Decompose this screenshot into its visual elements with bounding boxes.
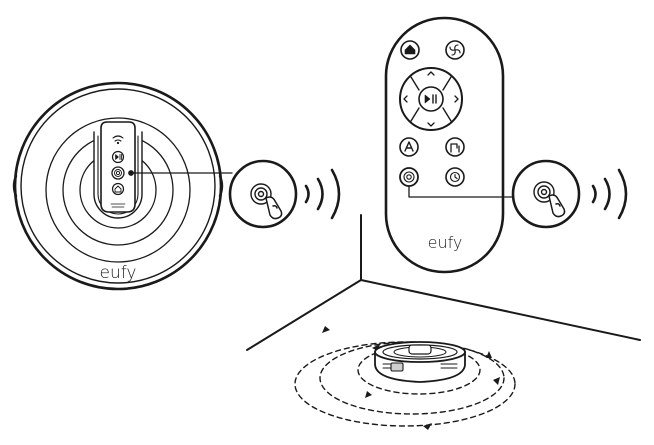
- play-pause-icon: [115, 154, 119, 160]
- remote-control: eufy: [384, 16, 505, 274]
- remote-suction-button[interactable]: [445, 40, 465, 60]
- finger-press-icon: [548, 194, 566, 218]
- home-icon: [404, 44, 416, 55]
- remote-spot-button-zoom: [511, 159, 581, 229]
- remote-brand-logo: eufy: [428, 233, 463, 252]
- remote-callout-leader: [408, 185, 513, 198]
- spot-clean-icon: [250, 183, 272, 205]
- robot-spot-button-zoom: [228, 159, 298, 229]
- room-corner-lines: [246, 214, 641, 351]
- remote-direction-pad[interactable]: [399, 67, 463, 131]
- schedule-icon: [449, 171, 461, 183]
- spot-clean-icon: [114, 169, 122, 177]
- robot-callout-leader: [128, 170, 233, 176]
- edge-clean-icon: [450, 143, 458, 153]
- robot-spot-clean-button[interactable]: [111, 166, 125, 180]
- fan-icon: [449, 44, 461, 56]
- arrow-down-icon: [427, 122, 435, 127]
- remote-auto-clean-button[interactable]: [399, 137, 419, 157]
- spot-clean-icon: [403, 171, 415, 183]
- arrow-right-icon: [454, 95, 459, 103]
- auto-clean-icon: [404, 141, 414, 152]
- remote-edge-clean-button[interactable]: [445, 137, 465, 157]
- remote-home-button[interactable]: [400, 40, 420, 60]
- signal-waves-icon: [591, 168, 628, 220]
- robot-home-button[interactable]: [111, 182, 125, 196]
- panel-tech-logo: [110, 203, 126, 208]
- remote-schedule-button[interactable]: [445, 167, 465, 187]
- arrow-left-icon: [403, 95, 408, 103]
- finger-press-icon: [265, 196, 283, 220]
- arrow-up-icon: [427, 71, 435, 76]
- signal-waves-icon: [304, 168, 341, 220]
- home-icon: [114, 185, 122, 193]
- robot-vacuum-on-floor: [374, 341, 466, 383]
- robot-vacuum-top-view: eufy: [12, 81, 224, 291]
- wifi-icon: [112, 135, 124, 145]
- spiral-direction-arrows: [322, 326, 500, 430]
- spot-clean-icon: [533, 181, 555, 203]
- robot-play-pause-button[interactable]: [111, 150, 125, 164]
- play-pause-icon: [424, 94, 437, 104]
- robot-brand-logo: eufy: [100, 263, 137, 283]
